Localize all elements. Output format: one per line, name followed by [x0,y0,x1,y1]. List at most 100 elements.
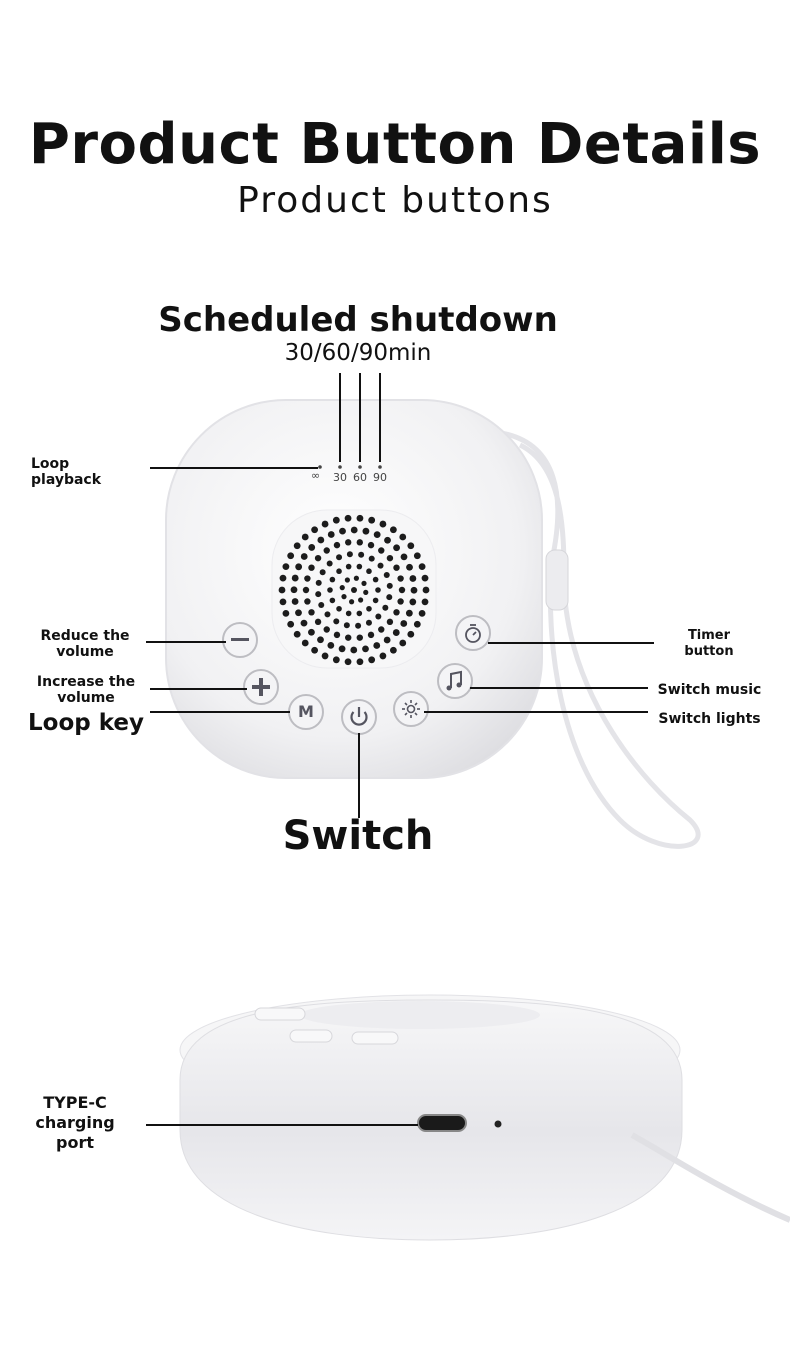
grille-hole [382,604,389,611]
grille-hole [405,609,413,617]
grille-hole [332,656,340,664]
grille-hole [409,575,417,582]
grille-hole [301,533,309,541]
grille-hole [383,572,390,579]
callout-type-c-line2: charging [35,1113,115,1132]
grille-hole [407,542,415,550]
callout-switch-lights: Switch lights [658,711,761,727]
grille-hole [368,656,376,664]
scheduled-shutdown-times: 30/60/90min [284,340,432,366]
scheduled-shutdown-heading: Scheduled shutdown [158,300,558,340]
grille-hole [329,597,336,604]
grille-hole [383,636,391,644]
grille-hole [311,526,319,534]
grille-hole [279,574,287,582]
page-subtitle: Product buttons [237,180,553,221]
callout-switch: Switch [282,813,434,859]
grille-hole [393,564,400,571]
grille-hole [315,579,322,586]
grille-hole [345,634,352,641]
grille-hole [344,577,350,583]
grille-hole [333,541,341,549]
mode-button-label[interactable]: M [298,702,314,721]
grille-hole [353,575,359,581]
callout-reduce-volume-line1: Reduce the [40,628,130,644]
grille-hole [329,576,336,583]
plus-button [243,669,279,705]
callout-switch-music: Switch music [657,682,762,698]
grille-hole [393,609,400,616]
timer-button [455,615,491,651]
grille-hole [282,609,290,617]
grille-hole [300,619,308,627]
grille-hole [422,586,430,594]
grille-hole [336,605,342,612]
indicator-dots [318,465,382,469]
grille-hole [346,551,353,558]
grille-hole [355,622,362,629]
callout-loop-playback-line2: playback [31,472,102,488]
grille-hole [344,514,352,522]
grille-hole [317,536,325,544]
grille-hole [279,598,287,606]
indicator-infinity: ∞ [311,469,321,482]
callout-loop-key: Loop key [28,710,144,736]
grille-hole [421,574,429,582]
grille-hole [399,639,407,647]
grille-hole [349,599,355,605]
grille-hole [418,563,426,571]
grille-hole [308,609,315,616]
grille-hole [356,514,364,522]
grille-hole [341,594,347,600]
grille-hole [406,563,413,571]
grille-hole [350,646,358,654]
page-title: Product Button Details [28,112,762,177]
grille-hole [343,622,350,629]
callout-type-c-line3: port [56,1133,94,1152]
grille-hole [338,645,346,653]
callout-timer-line2: button [684,644,734,659]
grille-hole [367,631,375,639]
grille-hole [389,526,397,534]
grille-hole [290,586,298,594]
grille-hole [326,560,333,567]
grille-hole [308,544,316,551]
grille-hole [368,555,375,562]
grille-hole [378,547,385,554]
power-button [341,699,377,735]
callout-loop-playback: Loop playback [31,456,101,488]
grille-hole [367,541,375,549]
callout-timer-line1: Timer [687,628,731,643]
grille-hole [287,552,295,560]
grille-hole [345,539,352,546]
usb-c-port [417,1114,467,1132]
grille-hole [350,526,358,534]
grille-hole [389,646,397,654]
side-strap [630,1132,790,1223]
grille-hole [377,562,384,569]
grille-hole [356,658,364,666]
grille-hole [327,531,335,538]
grille-hole [327,587,333,593]
grille-hole [344,658,352,666]
grille-hole [397,575,404,582]
music-button [437,663,473,699]
grille-hole [304,598,311,605]
grille-hole [361,580,367,586]
grille-hole [386,554,394,562]
grille-hole [379,652,387,660]
callout-increase-volume-line1: Increase the [36,674,136,690]
callout-increase-volume-line2: volume [57,690,115,706]
callout-type-c-line1: TYPE-C [43,1093,107,1112]
grille-hole [362,645,369,653]
grille-hole [321,520,329,528]
indicator-90: 90 [373,471,387,484]
grille-hole [295,609,302,617]
grille-hole [386,594,393,601]
grille-hole [287,620,295,628]
grille-hole [356,563,363,570]
grille-hole [413,620,421,628]
grille-hole [356,610,363,617]
minus-button [222,622,258,658]
